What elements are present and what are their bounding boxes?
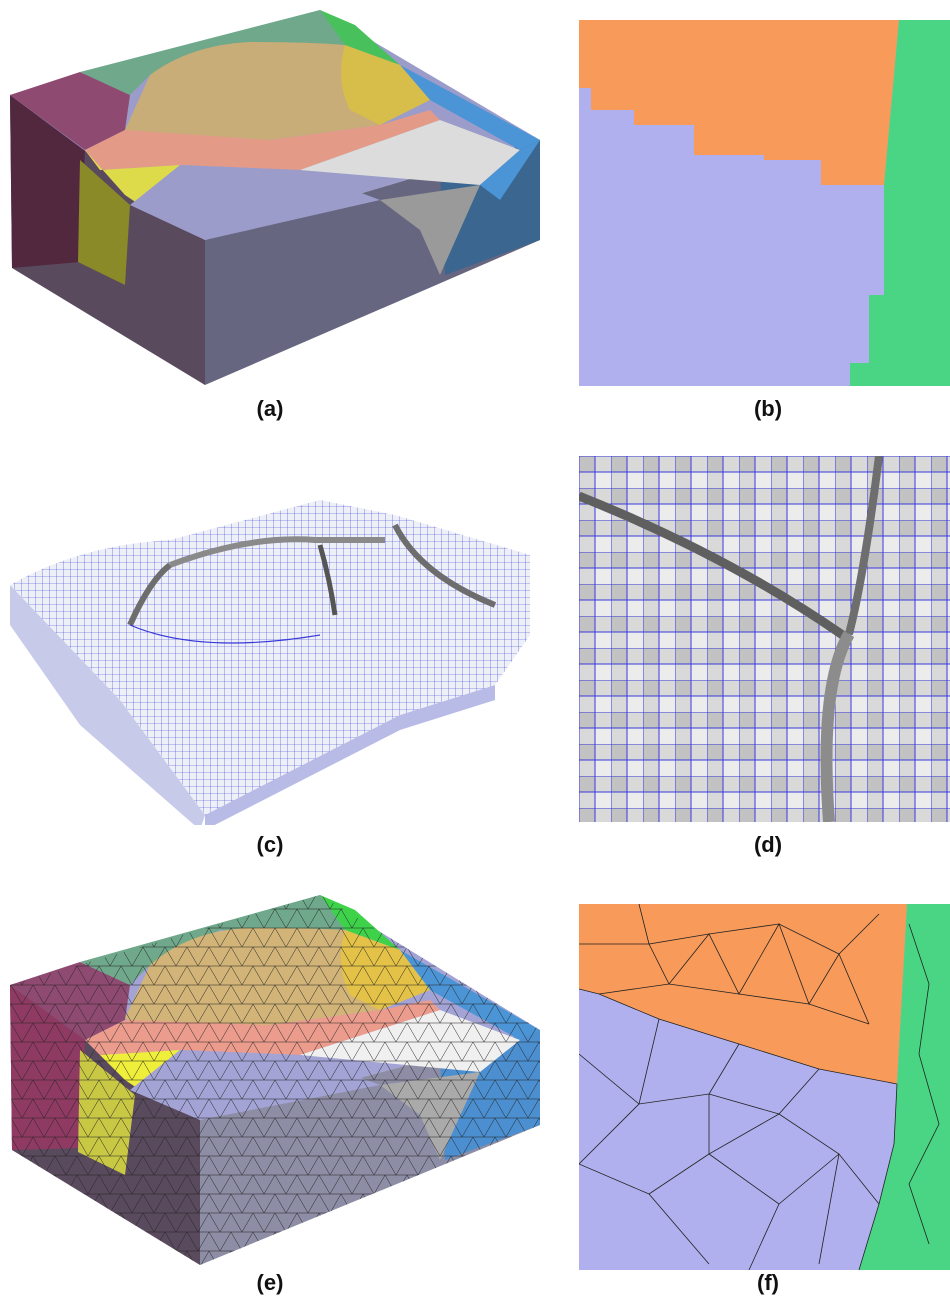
- panel-f-tet-zoom: [579, 904, 950, 1270]
- panel-a-voxel-block: [0, 0, 550, 395]
- panel-e-tet-block: [0, 890, 550, 1275]
- caption-a: (a): [256, 396, 284, 421]
- caption-d: (d): [753, 832, 783, 857]
- panel-d-hex-zoom: [579, 456, 950, 822]
- caption-e: (e): [256, 1270, 284, 1295]
- caption-c: (c): [256, 832, 284, 857]
- caption-b: (b): [753, 396, 783, 421]
- panel-c-hex-mesh: [0, 485, 550, 825]
- caption-f: (f): [757, 1270, 779, 1295]
- panel-b-voxel-zoom: [579, 20, 950, 386]
